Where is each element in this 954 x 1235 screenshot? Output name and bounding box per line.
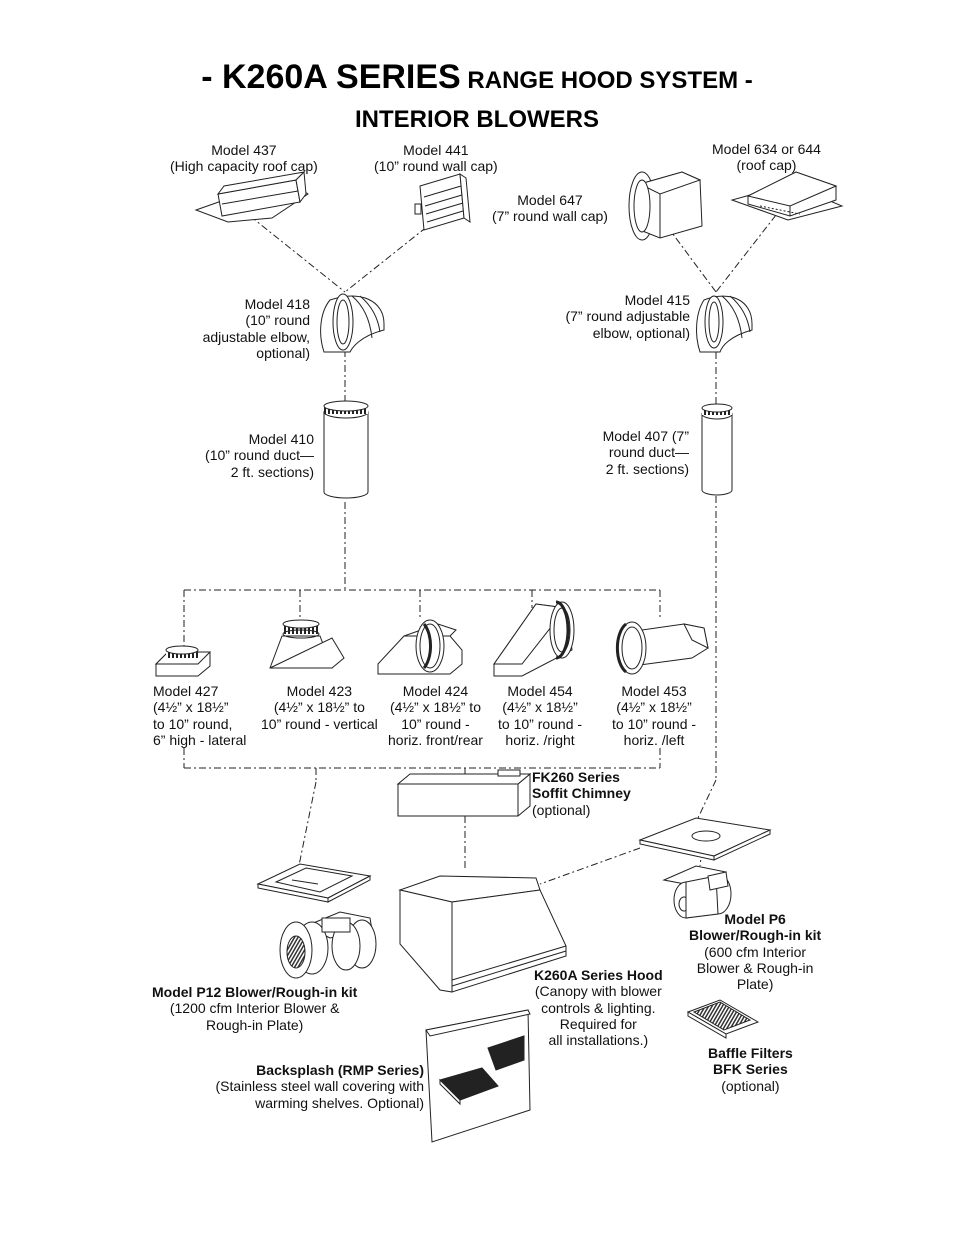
label-model-647: Model 647(7” round wall cap) <box>492 192 608 225</box>
label-model-454: Model 454(4½” x 18½”to 10” round -horiz.… <box>498 683 583 748</box>
title-rest: RANGE HOOD SYSTEM - <box>460 67 753 94</box>
model-634-roof-cap-drawing <box>730 171 844 221</box>
fk260-soffit-chimney-drawing <box>396 769 532 817</box>
model-418-elbow-drawing <box>320 293 385 353</box>
p12-rough-in-plate-drawing <box>256 863 372 903</box>
model-454-transition-drawing <box>493 600 575 677</box>
label-model-427: Model 427(4½” x 18½”to 10” round,6” high… <box>153 683 247 748</box>
k260a-hood-drawing <box>398 875 567 993</box>
model-423-transition-drawing <box>269 619 345 669</box>
label-model-634: Model 634 or 644(roof cap) <box>712 141 821 174</box>
p6-blower-drawing <box>662 865 732 919</box>
model-407-duct-drawing <box>701 403 733 496</box>
connector-lines <box>183 213 777 885</box>
model-441-wall-cap-drawing <box>414 173 471 231</box>
label-model-407: Model 407 (7”round duct—2 ft. sections) <box>602 428 689 477</box>
baffle-filter-drawing <box>686 999 760 1039</box>
backsplash-drawing <box>425 1009 531 1143</box>
model-410-duct-drawing <box>323 400 369 499</box>
model-647-wall-cap-drawing <box>628 171 703 241</box>
model-437-roof-cap-drawing <box>194 170 309 223</box>
label-backsplash: Backsplash (RMP Series)(Stainless steel … <box>215 1062 424 1111</box>
label-model-p12: Model P12 Blower/Rough-in kit(1200 cfm I… <box>152 984 358 1033</box>
p12-blower-drawing <box>279 911 377 979</box>
label-model-437: Model 437(High capacity roof cap) <box>170 142 318 175</box>
model-427-transition-drawing <box>154 645 212 677</box>
page-subtitle: INTERIOR BLOWERS <box>355 106 599 133</box>
p6-rough-in-plate-drawing <box>638 817 772 861</box>
label-model-441: Model 441(10” round wall cap) <box>374 142 498 175</box>
model-415-elbow-drawing <box>696 295 753 353</box>
label-model-410: Model 410(10” round duct—2 ft. sections) <box>205 431 314 480</box>
title-main: K260A SERIES <box>222 58 461 96</box>
page-title: - K260A SERIES RANGE HOOD SYSTEM - <box>0 58 954 97</box>
model-453-transition-drawing <box>615 621 709 675</box>
model-424-transition-drawing <box>377 619 463 675</box>
title-dash: - <box>201 58 222 96</box>
label-model-453: Model 453(4½” x 18½”to 10” round -horiz.… <box>612 683 697 748</box>
